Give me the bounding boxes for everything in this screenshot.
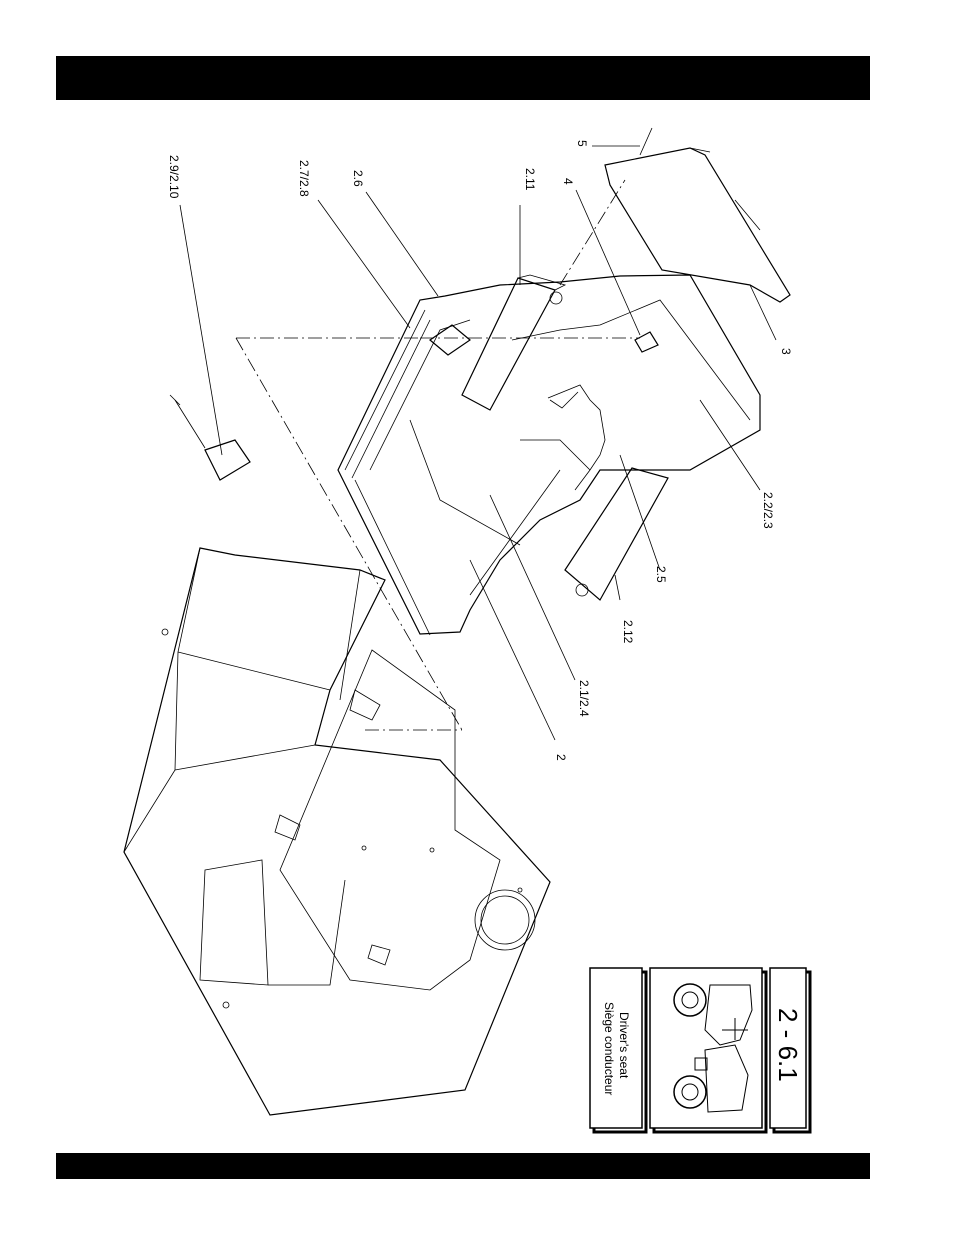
callout-3: 3	[779, 348, 793, 355]
callout-2-1-2-4: 2.1/2.4	[577, 680, 591, 717]
callout-4: 4	[561, 178, 575, 185]
seat-shell	[338, 275, 760, 635]
callout-2-5: 2.5	[654, 566, 668, 583]
caption-french: Siège conducteur	[602, 1002, 616, 1095]
leader-lines	[180, 146, 776, 740]
armrest-left	[565, 468, 668, 600]
backrest-cushion	[605, 148, 790, 302]
callout-5: 5	[575, 140, 589, 147]
section-title-box: 2 - 6.1 Driver's seat Siège conducteur	[590, 968, 810, 1132]
callout-labels: 5 4 2.11 2.6 2.7/2.8 2.9/2.10 3 2.2/2.3 …	[167, 140, 793, 761]
section-number: 2 - 6.1	[773, 1008, 803, 1082]
callout-2-7-2-8: 2.7/2.8	[297, 160, 311, 197]
seat-switch	[170, 395, 250, 480]
armrest-right	[462, 275, 565, 410]
bolt	[635, 332, 658, 352]
callout-2-11: 2.11	[523, 168, 537, 191]
caption-english: Driver's seat	[617, 1012, 631, 1079]
callout-2-2-2-3: 2.2/2.3	[761, 492, 775, 529]
seat-base-console	[124, 548, 550, 1115]
pin	[640, 128, 652, 155]
callout-2-6: 2.6	[351, 170, 365, 187]
seat-latch	[430, 325, 470, 355]
callout-2: 2	[554, 754, 568, 761]
center-lines	[236, 180, 640, 730]
callout-2-12: 2.12	[621, 620, 635, 644]
callout-2-9-2-10: 2.9/2.10	[167, 155, 181, 199]
